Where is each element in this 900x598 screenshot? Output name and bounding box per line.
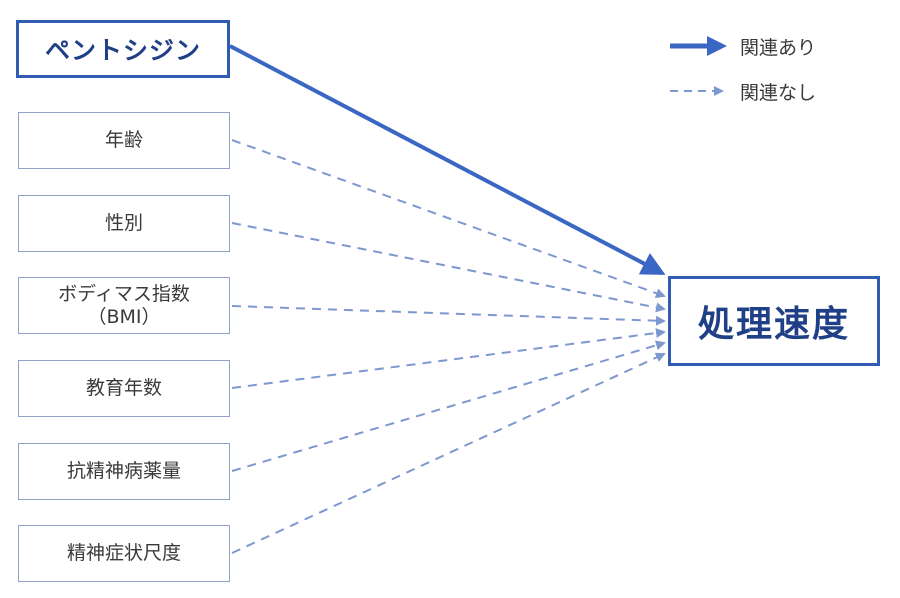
legend-not-related-label: 関連なし (740, 82, 817, 104)
target-box-processing-speed: 処理速度 (668, 276, 880, 366)
covariate-box-psychiatric-symptoms: 精神症状尺度 (18, 525, 230, 582)
covariate-box-bmi: ボディマス指数 （BMI） (18, 277, 230, 334)
covariate-box-education: 教育年数 (18, 360, 230, 417)
not-related-arrow (231, 222, 666, 313)
covariate-label: ボディマス指数 （BMI） (58, 282, 190, 328)
covariate-label: 精神症状尺度 (66, 542, 181, 565)
covariate-label: 抗精神病薬量 (66, 460, 181, 483)
covariate-label: 教育年数 (85, 377, 162, 400)
not-related-arrow (231, 328, 666, 389)
not-related-arrow (231, 305, 666, 326)
target-label: 処理速度 (697, 304, 850, 345)
not-related-arrow (231, 340, 666, 472)
legend-related-label: 関連あり (740, 37, 817, 59)
covariate-label: 性別 (104, 212, 143, 235)
covariate-box-age: 年齢 (18, 112, 230, 169)
source-box-pentosidine: ペントシジン (16, 20, 230, 78)
related-arrow (229, 44, 666, 275)
covariate-label: 年齢 (104, 129, 143, 152)
not-related-arrow (231, 352, 666, 554)
covariate-box-antipsychotic-dose: 抗精神病薬量 (18, 443, 230, 500)
not-related-arrow (231, 139, 666, 298)
covariate-box-sex: 性別 (18, 195, 230, 252)
source-label: ペントシジン (44, 36, 201, 65)
